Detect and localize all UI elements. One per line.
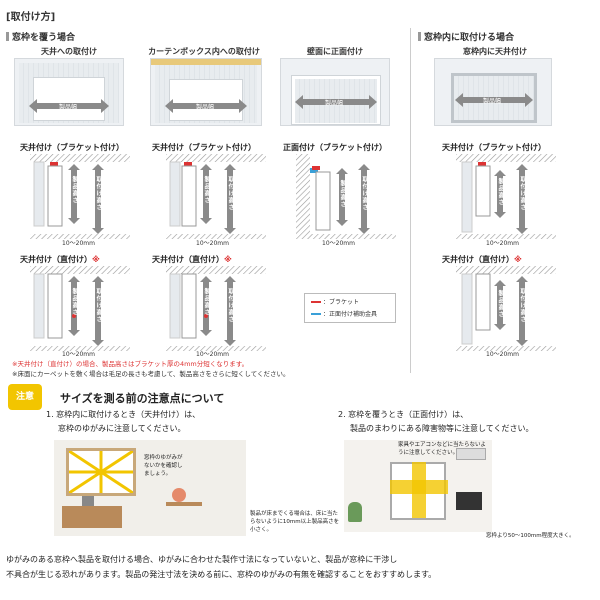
left-section-title-text: 窓枠を覆う場合 <box>12 33 76 43</box>
diagram-caption-curtain-box: カーテンボックス内への取付け <box>148 47 260 56</box>
legend-box: ：ブラケット ：正面付け補助金具 <box>304 293 396 323</box>
product-height-label: 製品高さ <box>71 288 78 316</box>
gap-label: 10～20mm <box>322 240 355 247</box>
side-diagram-bracket-3 <box>296 154 396 239</box>
speaker-illustration <box>82 496 94 506</box>
window-frame <box>169 79 243 121</box>
note-carpet: ※床面にカーペットを敷く場合は毛足の長さも考慮して、製品高さをさらに短くしてくだ… <box>12 370 290 378</box>
legend-aux-label: ：正面付け補助金具 <box>323 311 378 318</box>
mount-height-label: 取付け高さ <box>95 288 102 323</box>
bracket-caption-right: 天井付け（ブラケット付け） <box>442 143 546 152</box>
desk-illustration <box>166 502 202 506</box>
step2-right-note: 窓枠より50～100mm程度大きく。 <box>486 533 575 539</box>
room-diagram-wall: 製品幅 <box>280 58 390 126</box>
product-height-label: 製品高さ <box>203 176 210 204</box>
step1-line2: 窓枠のゆがみに注意してください。 <box>58 424 186 433</box>
gap-label: 10～20mm <box>62 351 95 358</box>
distortion-check-icon <box>69 451 133 493</box>
side-diagram-bracket-right <box>456 154 556 239</box>
width-label: 製品幅 <box>59 104 78 111</box>
cabinet-illustration <box>62 506 122 528</box>
star-mark: ※ <box>514 255 522 264</box>
star-mark: ※ <box>92 255 100 264</box>
direct-caption-1: 天井付け（直付け）※ <box>20 254 100 265</box>
direct-caption-2: 天井付け（直付け）※ <box>152 254 232 265</box>
left-section-title: 窓枠を覆う場合 <box>6 30 75 43</box>
bracket-caption-3: 正面付け（ブラケット付け） <box>283 143 387 152</box>
right-section-title-text: 窓枠内に取付ける場合 <box>424 33 515 43</box>
note-direct-mount: ※天井付け（直付け）の場合、製品高さはブラケット厚の4mm分短くなります。 <box>12 360 249 368</box>
width-arrow-icon <box>29 99 109 113</box>
side-diagram-bracket-1 <box>30 154 130 239</box>
width-arrow-icon <box>455 93 533 107</box>
page-title: [取付け方] <box>6 12 56 23</box>
product-height-label: 製品高さ <box>71 176 78 204</box>
diagram-caption-inside: 窓枠内に天井付け <box>463 47 527 56</box>
width-label: 製品幅 <box>325 100 344 107</box>
window-frame <box>33 77 105 121</box>
diagram-caption-ceiling: 天井への取付け <box>41 47 97 56</box>
width-arrow-icon <box>295 95 377 109</box>
step1-bubble: 窓枠のゆがみがないかを確認しましょう。 <box>144 455 183 477</box>
plant-illustration <box>348 502 362 522</box>
caution-title: サイズを測る前の注意点について <box>60 392 225 405</box>
mount-height-label: 取付け高さ <box>227 176 234 211</box>
legend-bracket-label: ：ブラケット <box>323 299 360 306</box>
step1-line1: 1. 窓枠内に取付けるとき（天井付け）は、 <box>46 410 201 419</box>
gap-label: 10～20mm <box>196 351 229 358</box>
section-marker-icon <box>6 32 9 41</box>
chair-illustration <box>172 488 186 502</box>
section-divider <box>410 28 411 373</box>
side-diagram-direct-1 <box>30 266 130 351</box>
bracket-caption-1: 天井付け（ブラケット付け） <box>20 143 124 152</box>
product-height-label: 製品高さ <box>497 290 504 318</box>
step1-illustration: 窓枠のゆがみがないかを確認しましょう。 <box>54 440 246 536</box>
mount-height-label: 取付け高さ <box>227 288 234 323</box>
product-height-label: 製品高さ <box>203 288 210 316</box>
step2-illustration <box>344 440 492 532</box>
gap-label: 10～20mm <box>62 240 95 247</box>
side-diagram-direct-2 <box>166 266 266 351</box>
mount-height-label: 取付け高さ <box>361 176 368 211</box>
bottom-line2: 不具合が生じる恐れがあります。製品の発注寸法を決める前に、窓枠のゆがみの有無を確… <box>6 570 437 579</box>
diagram-caption-wall: 壁面に正面付け <box>307 47 363 56</box>
curtain-box <box>151 59 261 65</box>
mount-height-label: 取付け高さ <box>519 288 526 323</box>
width-arrow-icon <box>165 99 247 113</box>
step2-line2: 製品のまわりにある障害物等に注意してください。 <box>350 424 534 433</box>
mount-height-label: 取付け高さ <box>95 176 102 211</box>
width-label: 製品幅 <box>196 104 215 111</box>
bracket-caption-2: 天井付け（ブラケット付け） <box>152 143 256 152</box>
star-mark: ※ <box>224 255 232 264</box>
step2-line1: 2. 窓枠を覆うとき（正面付け）は、 <box>338 410 469 419</box>
step2-top-note: 家具やエアコンなどに当たらないように注意してください。 <box>398 442 486 456</box>
right-section-title: 窓枠内に取付ける場合 <box>418 30 514 43</box>
air-conditioner-illustration <box>456 448 486 460</box>
section-marker-icon <box>418 32 421 41</box>
gap-label: 10～20mm <box>196 240 229 247</box>
product-height-label: 製品高さ <box>339 180 346 208</box>
direct-caption-text: 天井付け（直付け） <box>20 255 92 264</box>
direct-caption-text: 天井付け（直付け） <box>152 255 224 264</box>
room-diagram-ceiling: 製品幅 <box>14 58 124 126</box>
bracket-color-swatch <box>311 301 321 303</box>
aux-color-swatch <box>311 313 321 315</box>
gap-label: 10～20mm <box>486 240 519 247</box>
size-arrows-icon <box>390 462 448 518</box>
direct-caption-text: 天井付け（直付け） <box>442 255 514 264</box>
bottom-line1: ゆがみのある窓枠へ製品を取付ける場合、ゆがみに合わせた製作寸法になっていないと、… <box>6 555 398 564</box>
direct-caption-right: 天井付け（直付け）※ <box>442 254 522 265</box>
step2-left-note: 製品が床までくる場合は、床に当たらないように10mm以上製品高さを小さく。 <box>250 511 340 533</box>
caution-badge: 注意 <box>8 384 42 410</box>
tv-illustration <box>456 492 482 510</box>
side-diagram-direct-right <box>456 266 556 351</box>
width-label: 製品幅 <box>483 98 502 105</box>
gap-label: 10～20mm <box>486 351 519 358</box>
product-height-label: 製品高さ <box>497 178 504 206</box>
room-diagram-curtain-box: 製品幅 <box>150 58 262 126</box>
side-diagram-bracket-2 <box>166 154 266 239</box>
room-diagram-inside: 製品幅 <box>434 58 552 126</box>
mount-height-label: 取付け高さ <box>519 176 526 211</box>
